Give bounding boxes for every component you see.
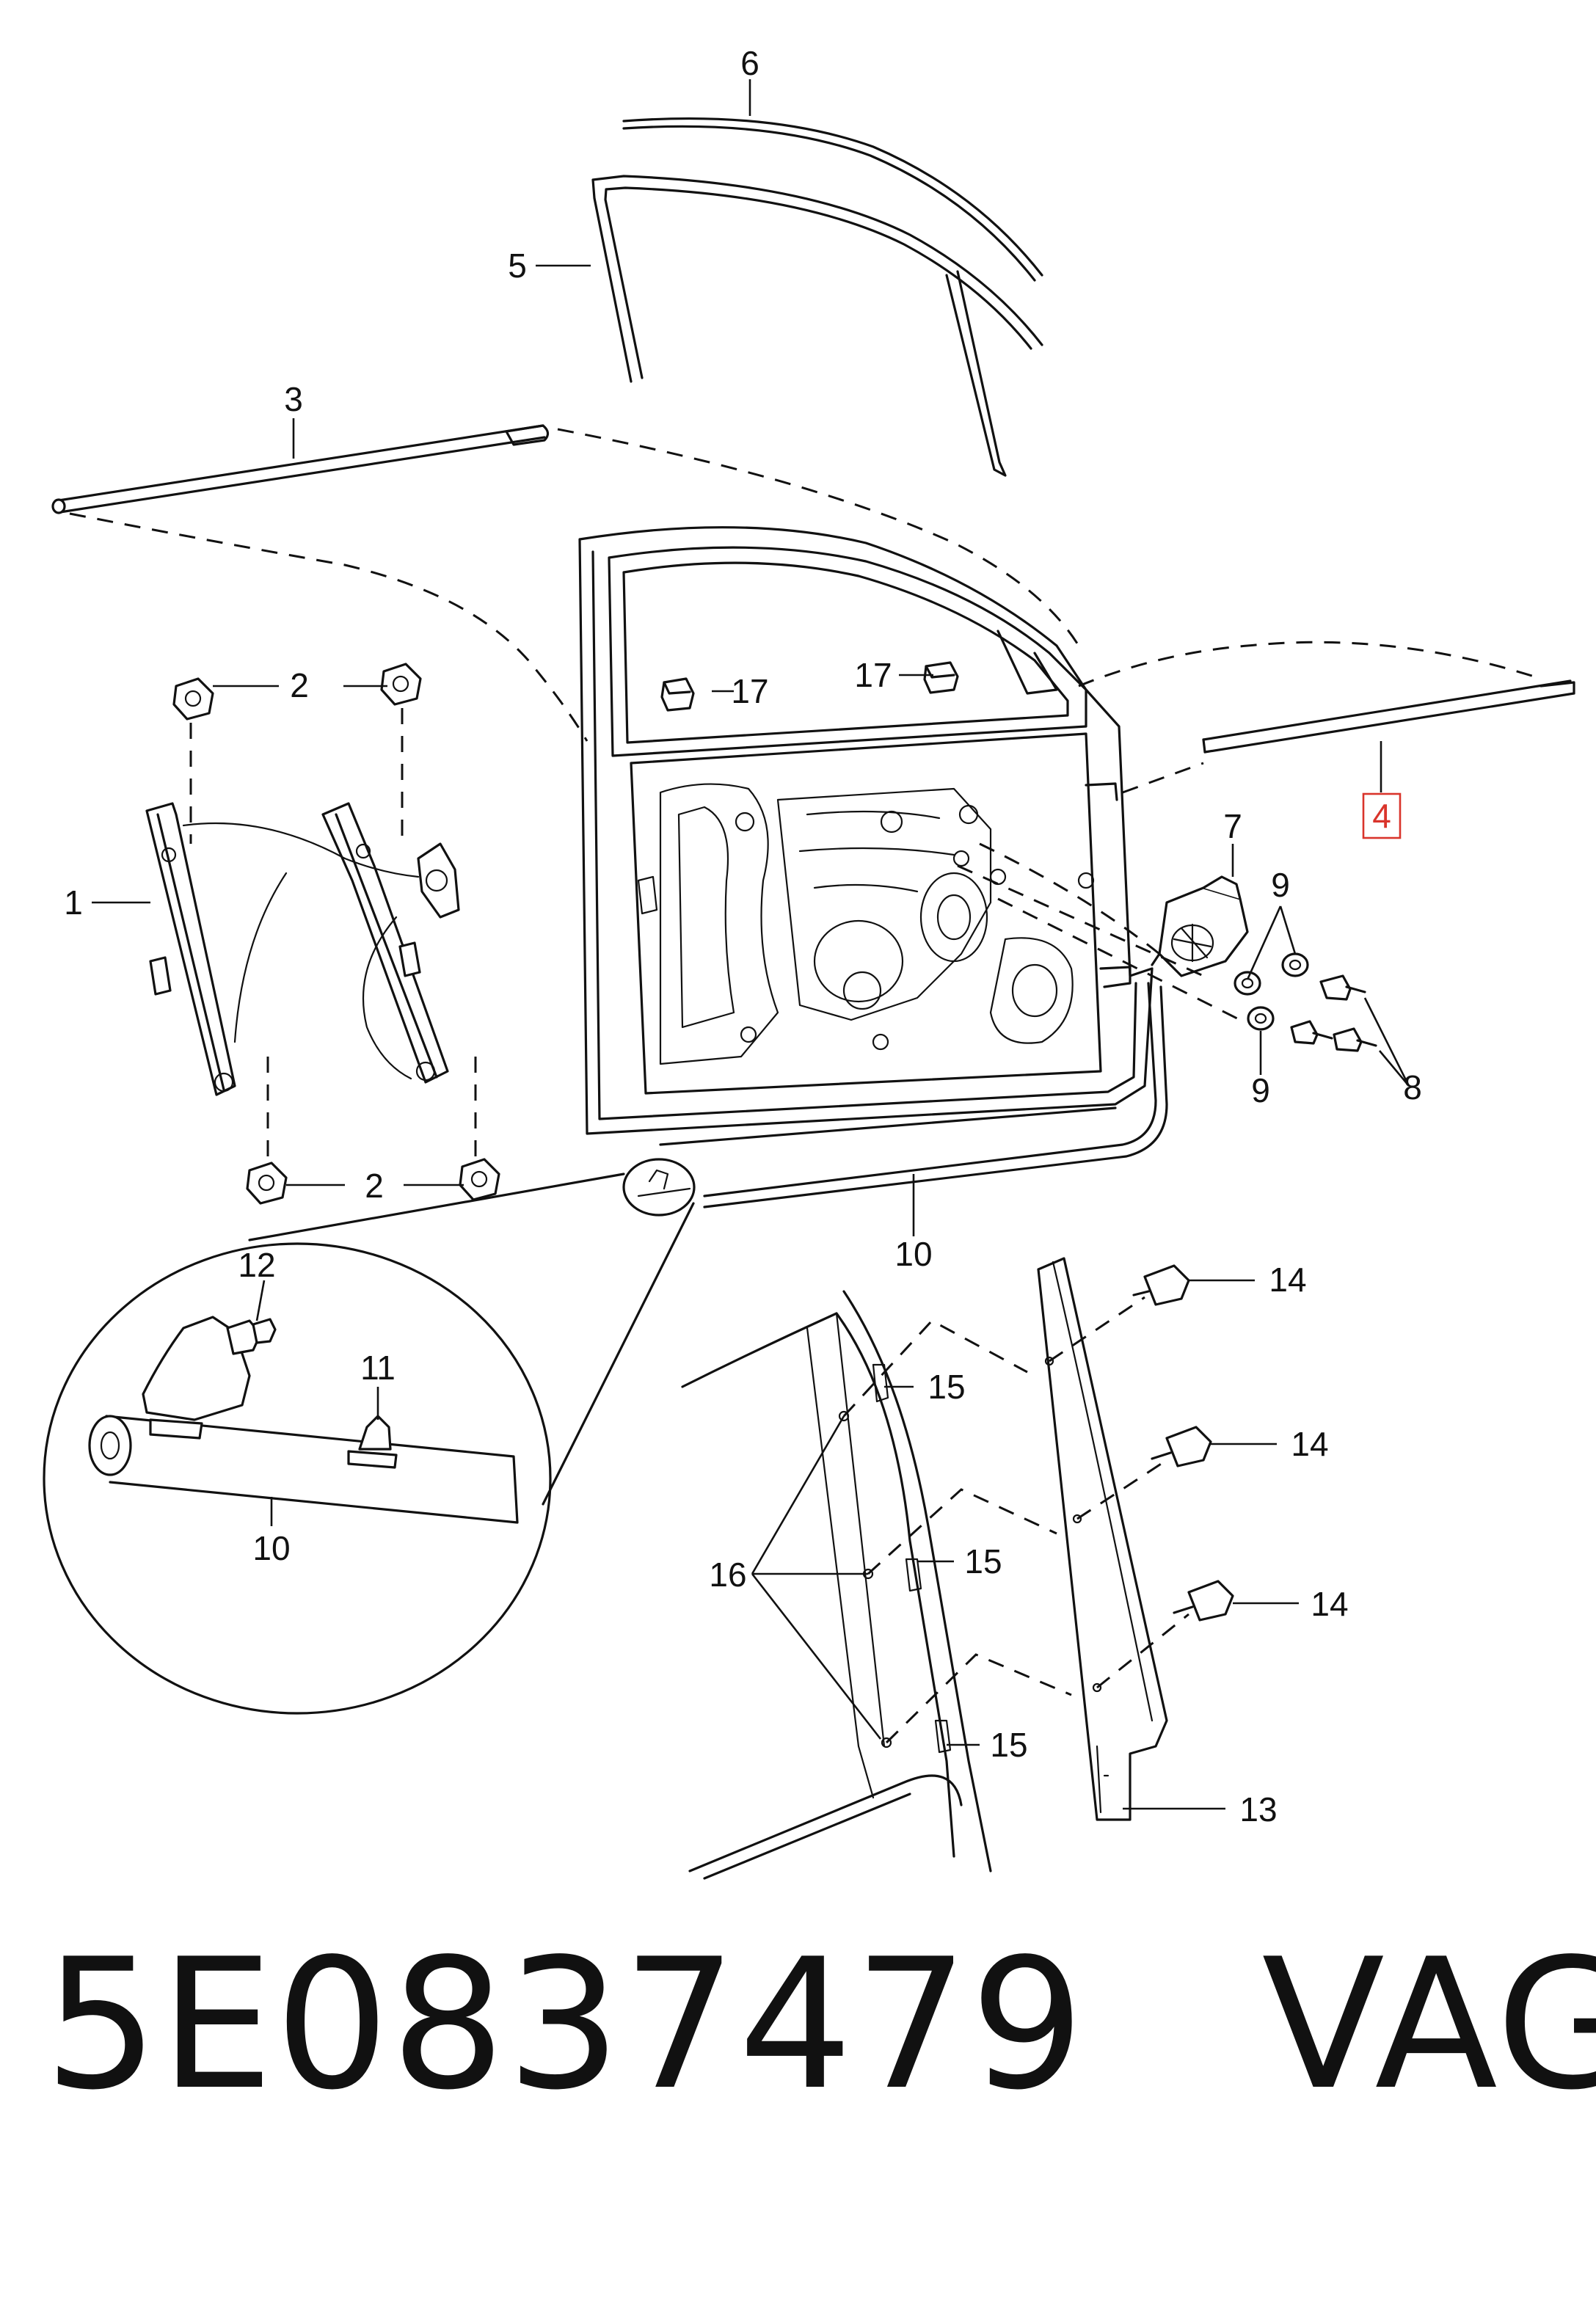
callout-2-top: 2 bbox=[290, 666, 309, 704]
callout-1: 1 bbox=[64, 883, 83, 922]
callout-17-left: 17 bbox=[731, 672, 768, 710]
callout-9-bottom: 9 bbox=[1251, 1071, 1270, 1109]
part-3-sill-strip bbox=[51, 424, 550, 514]
callout-17-right: 17 bbox=[854, 656, 892, 694]
leader-lines bbox=[92, 79, 1410, 1810]
part-1-window-regulator bbox=[145, 802, 460, 1096]
callout-3: 3 bbox=[284, 380, 303, 418]
part-2-nuts bbox=[172, 663, 500, 1205]
callout-4: 4 bbox=[1372, 797, 1391, 835]
callout-15-top: 15 bbox=[928, 1368, 965, 1406]
callout-4-highlight-box bbox=[1362, 792, 1402, 839]
callout-labels: 6 5 3 4 1 2 2 17 17 7 9 9 8 10 12 11 10 … bbox=[64, 44, 1422, 1828]
brand-name: VAG bbox=[1261, 1920, 1596, 2129]
part-8-bolts bbox=[1290, 974, 1377, 1052]
callout-14-middle: 14 bbox=[1291, 1425, 1328, 1463]
callout-2-bottom: 2 bbox=[365, 1167, 384, 1205]
callout-12: 12 bbox=[238, 1246, 275, 1284]
callout-13: 13 bbox=[1239, 1790, 1277, 1828]
assembly-dashed-lines bbox=[69, 428, 1542, 1163]
callout-10-inset: 10 bbox=[252, 1529, 290, 1567]
pillar-trim-section bbox=[681, 1257, 1234, 1880]
callout-7: 7 bbox=[1223, 807, 1242, 845]
callout-16: 16 bbox=[709, 1556, 746, 1594]
callout-15-middle: 15 bbox=[964, 1542, 1002, 1580]
callout-10-door: 10 bbox=[894, 1235, 932, 1273]
part-6-window-trim bbox=[622, 117, 1043, 282]
callout-8: 8 bbox=[1403, 1068, 1422, 1106]
part-9-washers bbox=[1234, 952, 1309, 1031]
callout-9-top: 9 bbox=[1271, 866, 1290, 904]
callout-5: 5 bbox=[508, 247, 527, 285]
part-4-outer-sill-strip bbox=[1202, 679, 1575, 754]
detail-inset bbox=[43, 1158, 696, 1715]
door-assembly bbox=[578, 526, 1168, 1208]
part-number-caption: 5E0837479 VAG bbox=[44, 1915, 1596, 2135]
callout-11: 11 bbox=[360, 1349, 396, 1387]
part-5-frame-seal bbox=[591, 175, 1043, 477]
part-7-motor bbox=[1151, 875, 1249, 977]
part-number: 5E0837479 bbox=[44, 1920, 1086, 2129]
part-17-clips bbox=[660, 661, 959, 712]
callout-15-bottom: 15 bbox=[990, 1726, 1027, 1764]
callout-14-top: 14 bbox=[1269, 1261, 1306, 1299]
callout-6: 6 bbox=[740, 44, 759, 82]
callout-14-bottom: 14 bbox=[1311, 1585, 1348, 1623]
